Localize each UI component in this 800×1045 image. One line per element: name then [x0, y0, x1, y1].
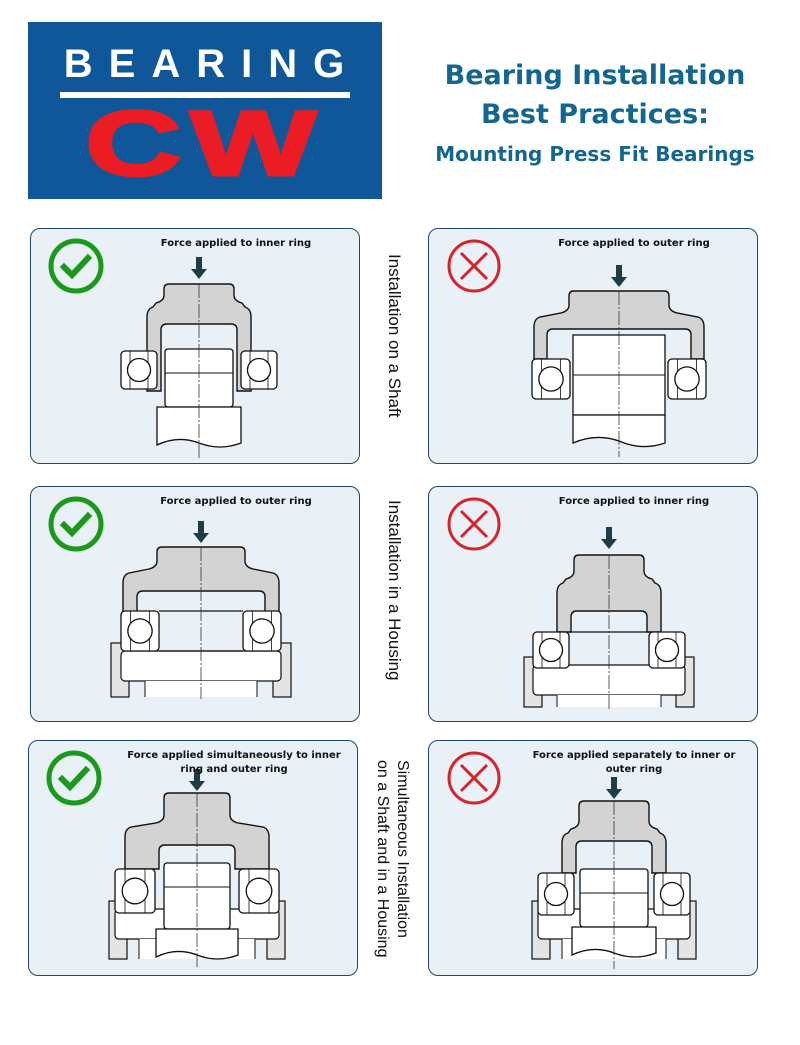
panel-caption: Force applied separately to inner or out…: [532, 750, 736, 775]
panel-housing-correct: Force applied to outer ring: [30, 486, 360, 722]
diagram-housing-outer-force: [48, 496, 292, 699]
panel-caption: Force applied to outer ring: [160, 496, 312, 507]
bearing-right-ball: [246, 357, 272, 383]
force-arrow-icon: [191, 257, 207, 279]
diagram-shaft-inner-force: [48, 238, 278, 459]
force-arrow-icon: [611, 265, 627, 287]
force-arrow-icon: [606, 777, 622, 799]
bearing-right-ball: [249, 618, 275, 644]
panel-both-correct: Force applied simultaneously to inner ri…: [28, 740, 358, 976]
mounting-tool: [146, 283, 252, 392]
force-arrow-icon: [601, 527, 617, 549]
page-title-line2: Best Practices:: [481, 99, 709, 130]
check-icon: [48, 238, 104, 294]
diagram-housing-inner-force: [447, 497, 695, 709]
diagram-both-separate-force: [447, 751, 697, 969]
diagram-shaft-outer-force: [447, 239, 707, 457]
row-label-both-line1: Simultaneous Installation: [394, 760, 411, 938]
page-title-line1: Bearing Installation: [444, 60, 746, 91]
bearing-left-ball: [538, 366, 564, 392]
check-icon: [48, 496, 104, 552]
logo-mark: CW: [83, 93, 325, 195]
bearing-left-ball: [543, 881, 569, 907]
x-icon: [447, 239, 501, 293]
panel-housing-incorrect: Force applied to inner ring: [428, 486, 758, 722]
row-label-shaft: Installation on a Shaft: [385, 254, 404, 418]
panel-caption: Force applied simultaneously to inner ri…: [127, 750, 341, 775]
diagram-both-simultaneous-force: [46, 750, 286, 969]
bearing-left-ball: [127, 618, 153, 644]
x-icon: [447, 497, 501, 551]
brand-logo: BEARING CW: [28, 22, 382, 199]
bearing-left-ball: [126, 357, 152, 383]
force-arrow-icon: [189, 769, 205, 791]
row-label-housing: Installation in a Housing: [385, 500, 404, 681]
panel-shaft-incorrect: Force applied to outer ring: [428, 228, 758, 464]
panel-caption: Force applied to inner ring: [160, 238, 312, 249]
panel-shaft-correct: Force applied to inner ring: [30, 228, 360, 464]
bearing-right-ball: [674, 366, 700, 392]
bearing-right-ball: [654, 637, 680, 663]
bearing-left-ball: [121, 877, 149, 905]
bearing-right-ball: [245, 877, 273, 905]
panel-caption: Force applied to outer ring: [558, 238, 710, 249]
row-label-both: Simultaneous Installation on a Shaft and…: [372, 760, 412, 957]
check-icon: [46, 750, 102, 806]
row-label-both-line2: on a Shaft and in a Housing: [374, 760, 391, 958]
panel-both-incorrect: Force applied separately to inner or out…: [428, 740, 758, 976]
mounting-tool: [556, 554, 662, 633]
page-subtitle: Mounting Press Fit Bearings: [435, 142, 755, 166]
logo-wordmark: BEARING: [63, 42, 361, 86]
bearing-left-ball: [538, 637, 564, 663]
bearing-right-ball: [659, 881, 685, 907]
logo-divider: [60, 92, 350, 98]
x-icon: [447, 751, 501, 805]
panel-caption: Force applied to inner ring: [558, 496, 710, 507]
force-arrow-icon: [193, 521, 209, 543]
